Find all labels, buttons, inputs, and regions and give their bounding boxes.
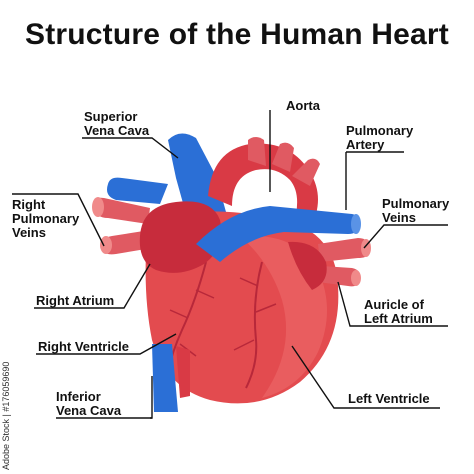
label-left-ventricle: Left Ventricle (348, 391, 430, 406)
line-superior-vena-cava (82, 137, 179, 159)
line-auricle (337, 281, 448, 327)
auricle-shape (288, 241, 327, 290)
line-right-pulmonary-veins (12, 193, 105, 247)
aorta-shape (208, 137, 320, 214)
label-aorta: Aorta (286, 98, 320, 113)
stock-credit: Adobe Stock | #176059690 (1, 361, 11, 470)
line-inferior-vena-cava (150, 376, 153, 419)
pulmonary-veins-shape (318, 238, 371, 287)
pulmonary-artery-shape (196, 206, 361, 262)
diagram-title: Structure of the Human Heart (25, 18, 449, 51)
label-auricle-of-left-atrium: Auricle of Left Atrium (364, 297, 433, 326)
label-superior-vena-cava: Superior Vena Cava (84, 109, 150, 138)
line-left-ventricle (291, 345, 440, 409)
label-right-atrium: Right Atrium (36, 293, 115, 308)
label-right-pulmonary-veins: Right Pulmonary Veins (12, 197, 80, 240)
inferior-vena-cava-shape (152, 344, 178, 412)
line-right-atrium (34, 263, 151, 309)
label-pulmonary-veins: Pulmonary Veins (382, 196, 450, 225)
descending-aorta-shape (176, 346, 190, 398)
line-right-ventricle (36, 333, 177, 355)
right-atrium-shape (139, 201, 222, 273)
leader-lines (12, 110, 448, 419)
superior-vena-cava-shape (107, 133, 226, 214)
line-pulmonary-veins (363, 224, 448, 249)
right-pulmonary-veins-shape (92, 197, 152, 255)
label-inferior-vena-cava: Inferior Vena Cava (56, 389, 122, 418)
label-right-ventricle: Right Ventricle (38, 339, 130, 354)
label-pulmonary-artery: Pulmonary Artery (346, 123, 414, 152)
